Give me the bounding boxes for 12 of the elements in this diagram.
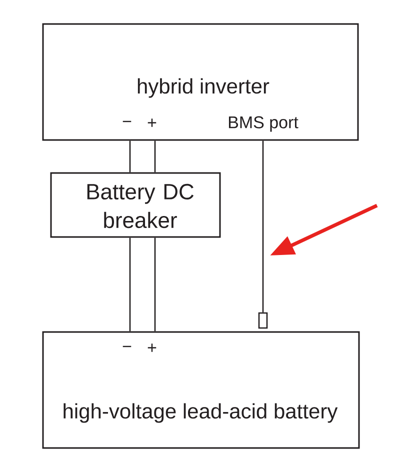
- connector-plug: [258, 312, 268, 329]
- wire: [154, 140, 156, 172]
- terminal-label: +: [148, 118, 156, 127]
- wire: [154, 238, 156, 332]
- cable: [262, 140, 264, 312]
- port-label: BMS port: [228, 116, 298, 132]
- terminal-label: −: [122, 346, 132, 348]
- breaker-box: Battery DC breaker: [50, 172, 221, 238]
- terminal-label: +: [148, 344, 156, 352]
- terminal-label: −: [122, 120, 132, 122]
- wire: [129, 140, 131, 172]
- wire: [129, 238, 131, 332]
